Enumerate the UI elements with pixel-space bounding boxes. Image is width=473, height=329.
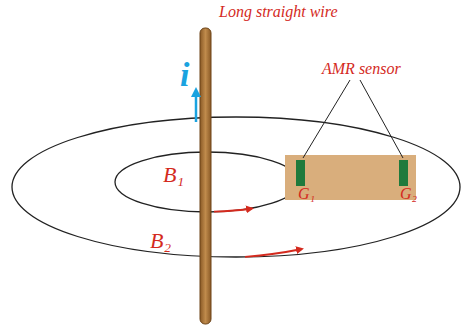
outer-field-line <box>12 117 460 257</box>
current-label: i <box>180 58 189 92</box>
sensor-g2 <box>399 160 408 186</box>
current-arrow <box>195 92 198 122</box>
long-wire <box>200 28 211 324</box>
field-label: B₂ <box>150 230 171 252</box>
sensor-name: G₁ <box>298 186 315 202</box>
leader-line <box>303 80 350 158</box>
b2-arrow <box>245 249 302 257</box>
sensor-name: G₂ <box>400 186 417 202</box>
sensor-g1 <box>296 160 305 186</box>
field-label: B₁ <box>163 164 184 186</box>
b1-arrow <box>214 209 252 212</box>
sensor-label: AMR sensor <box>322 61 401 77</box>
leader-line <box>360 80 403 158</box>
wire-label: Long straight wire <box>219 4 338 20</box>
